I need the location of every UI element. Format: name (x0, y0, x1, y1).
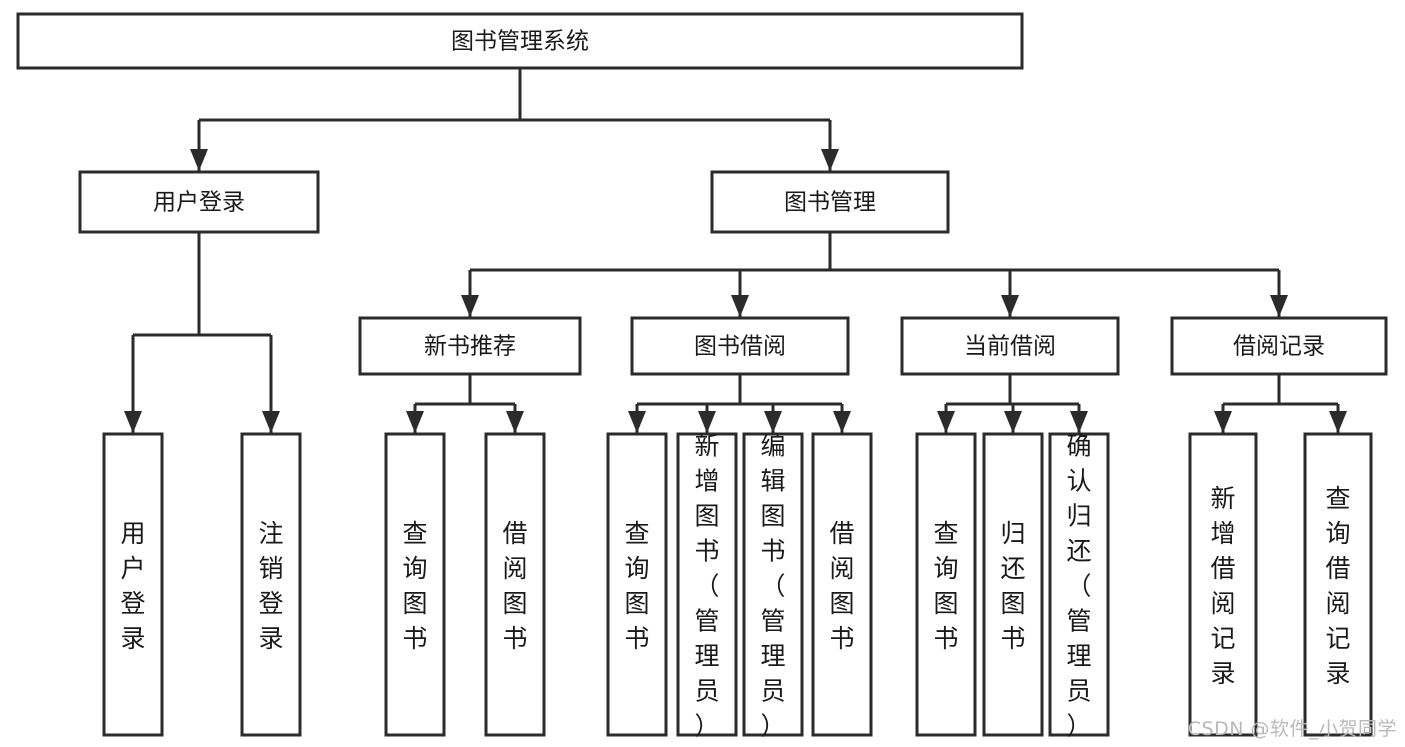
node-label: 确认归还（管理员） (1066, 431, 1091, 740)
node-box (1303, 432, 1373, 737)
node-leaf-query-books-current[interactable]: 查询图书 (915, 432, 977, 737)
node-label: 图书管理 (784, 190, 876, 216)
node-leaf-edit-book-admin[interactable]: 编辑图书（管理员） (742, 431, 804, 740)
node-leaf-borrow-books-new[interactable]: 借阅图书 (484, 432, 546, 737)
node-book-borrow[interactable]: 图书借阅 (630, 316, 850, 376)
node-box (1188, 432, 1258, 737)
node-box (358, 316, 582, 376)
node-label: 图书管理系统 (451, 29, 589, 55)
node-box (240, 432, 302, 737)
node-box (1170, 316, 1388, 376)
node-leaf-borrow-books-borrow[interactable]: 借阅图书 (811, 432, 873, 737)
node-box (811, 432, 873, 737)
node-current-borrow[interactable]: 当前借阅 (900, 316, 1120, 376)
node-leaf-logout[interactable]: 注销登录 (240, 432, 302, 737)
node-label: 图书借阅 (694, 334, 786, 360)
node-label: 新书推荐 (424, 334, 516, 360)
node-box (915, 432, 977, 737)
node-box (900, 316, 1120, 376)
node-label: 借阅图书 (829, 519, 854, 653)
node-label: 用户登录 (120, 519, 145, 653)
node-box (1048, 432, 1110, 737)
node-label: 编辑图书（管理员） (760, 431, 785, 740)
node-leaf-query-books-new[interactable]: 查询图书 (384, 432, 446, 737)
node-new-book-recommend[interactable]: 新书推荐 (358, 316, 582, 376)
node-label: 查询图书 (933, 519, 958, 653)
node-leaf-confirm-return-admin[interactable]: 确认归还（管理员） (1048, 431, 1110, 740)
node-label: 用户登录 (153, 190, 245, 216)
node-label: 归还图书 (1000, 519, 1025, 653)
node-leaf-query-books-borrow[interactable]: 查询图书 (606, 432, 668, 737)
node-label: 查询图书 (402, 519, 427, 653)
node-leaf-add-book-admin[interactable]: 新增图书（管理员） (676, 431, 738, 740)
node-label: 当前借阅 (964, 334, 1056, 360)
node-leaf-return-books[interactable]: 归还图书 (982, 432, 1044, 737)
node-label: 借阅记录 (1233, 334, 1325, 360)
node-box (742, 432, 804, 737)
node-label: 借阅图书 (502, 519, 527, 653)
node-book-manage[interactable]: 图书管理 (710, 170, 950, 234)
node-box (16, 12, 1024, 70)
node-root[interactable]: 图书管理系统 (16, 12, 1024, 70)
node-box (676, 432, 738, 737)
nodes-layer: 图书管理系统用户登录图书管理新书推荐图书借阅当前借阅借阅记录用户登录注销登录查询… (16, 12, 1388, 740)
node-box (606, 432, 668, 737)
node-box (484, 432, 546, 737)
node-box (384, 432, 446, 737)
node-leaf-user-login[interactable]: 用户登录 (102, 432, 164, 737)
node-box (78, 170, 320, 234)
node-borrow-record[interactable]: 借阅记录 (1170, 316, 1388, 376)
node-label: 查询图书 (624, 519, 649, 653)
node-box (982, 432, 1044, 737)
node-box (102, 432, 164, 737)
node-leaf-query-borrow-record[interactable]: 查询借阅记录 (1303, 432, 1373, 737)
node-leaf-add-borrow-record[interactable]: 新增借阅记录 (1188, 432, 1258, 737)
node-box (630, 316, 850, 376)
node-label: 查询借阅记录 (1325, 484, 1350, 688)
node-label: 注销登录 (258, 519, 283, 653)
node-label: 新增借阅记录 (1210, 484, 1235, 688)
node-label: 新增图书（管理员） (694, 431, 719, 740)
node-box (710, 170, 950, 234)
node-user-login[interactable]: 用户登录 (78, 170, 320, 234)
edges-layer (124, 68, 1347, 433)
